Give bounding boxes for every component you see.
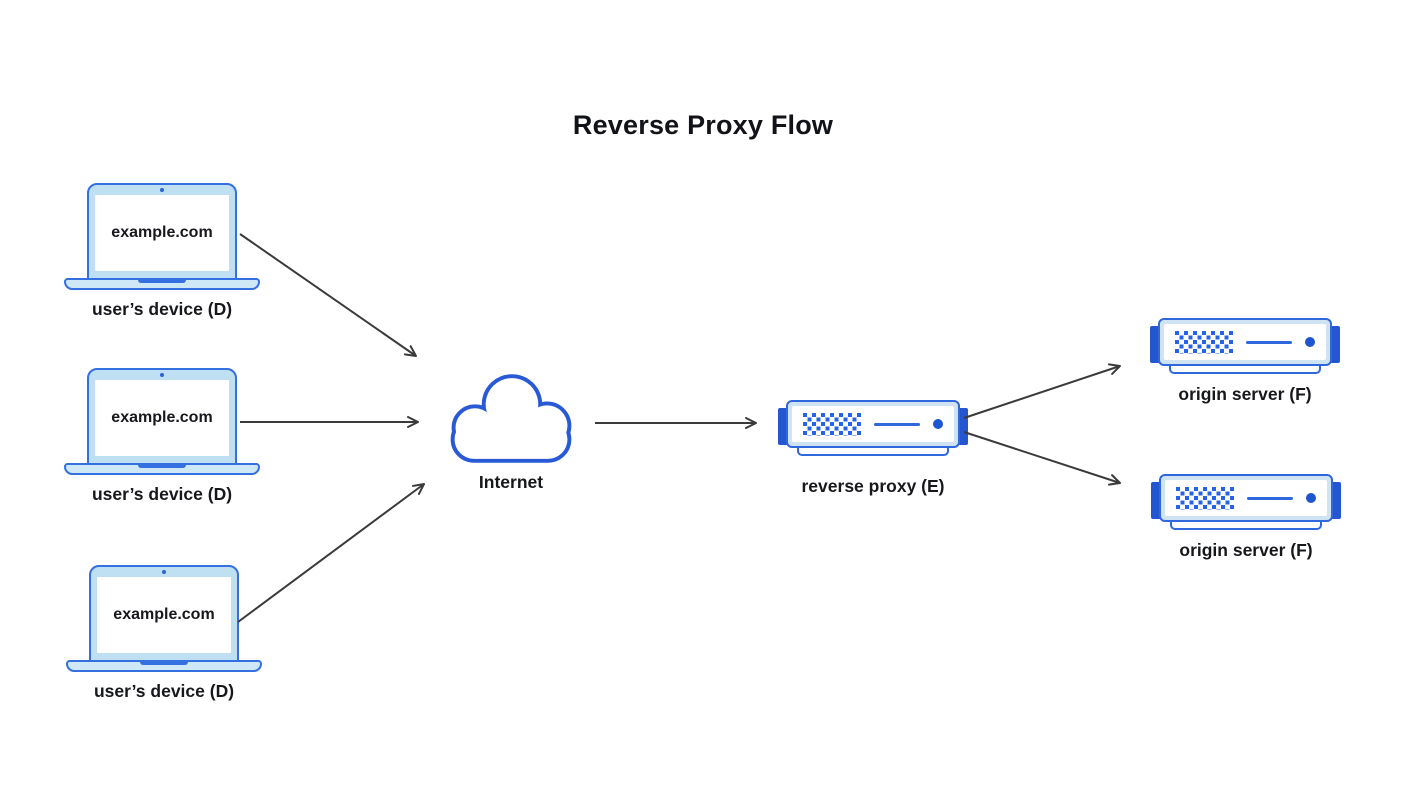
reverse-proxy-label: reverse proxy (E)	[801, 476, 945, 496]
flow-arrow-device1-internet	[239, 233, 417, 357]
laptop-screen: example.com	[87, 368, 237, 465]
server-front-panel	[1164, 324, 1326, 360]
camera-dot-icon	[160, 188, 164, 192]
server-slot-line	[874, 422, 920, 426]
camera-dot-icon	[160, 373, 164, 377]
origin-server-node-2: origin server (F)	[1151, 474, 1341, 574]
origin-server-label: origin server (F)	[1179, 540, 1313, 560]
server-front-panel	[1165, 480, 1327, 516]
device-node-2: example.com user’s device (D)	[64, 368, 260, 508]
server-power-dot	[933, 419, 943, 429]
internet-node: Internet	[438, 370, 584, 510]
device-node-1: example.com user’s device (D)	[64, 183, 260, 323]
device-screen-text: example.com	[97, 577, 231, 653]
server-front-panel	[792, 406, 954, 442]
server-vents-icon	[1176, 486, 1234, 510]
camera-dot-icon	[162, 570, 166, 574]
cloud-icon	[450, 374, 572, 463]
device-label: user’s device (D)	[91, 484, 233, 504]
device-screen-text: example.com	[95, 195, 229, 271]
server-body	[1158, 318, 1332, 366]
server-body	[1159, 474, 1333, 522]
laptop-base	[64, 463, 260, 475]
laptop-notch	[138, 464, 186, 468]
laptop-screen: example.com	[89, 565, 239, 662]
origin-server-node-1: origin server (F)	[1150, 318, 1340, 418]
flow-arrow-proxy-origin1	[963, 363, 1121, 419]
reverse-proxy-node: reverse proxy (E)	[778, 400, 968, 500]
device-label: user’s device (D)	[91, 299, 233, 319]
device-screen-text: example.com	[95, 380, 229, 456]
laptop-notch	[138, 279, 186, 283]
server-slot-line	[1247, 496, 1293, 500]
device-label: user’s device (D)	[93, 681, 235, 701]
laptop-base	[64, 278, 260, 290]
server-power-dot	[1306, 493, 1316, 503]
laptop-base	[66, 660, 262, 672]
device-node-3: example.com user’s device (D)	[66, 565, 262, 705]
origin-server-label: origin server (F)	[1178, 384, 1312, 404]
server-power-dot	[1305, 337, 1315, 347]
server-body	[786, 400, 960, 448]
diagram-title: Reverse Proxy Flow	[572, 110, 834, 140]
flow-arrow-proxy-origin2	[963, 431, 1121, 486]
internet-label: Internet	[478, 472, 544, 492]
laptop-notch	[140, 661, 188, 665]
server-slot-line	[1246, 340, 1292, 344]
server-vents-icon	[803, 412, 861, 436]
server-vents-icon	[1175, 330, 1233, 354]
laptop-screen: example.com	[87, 183, 237, 280]
